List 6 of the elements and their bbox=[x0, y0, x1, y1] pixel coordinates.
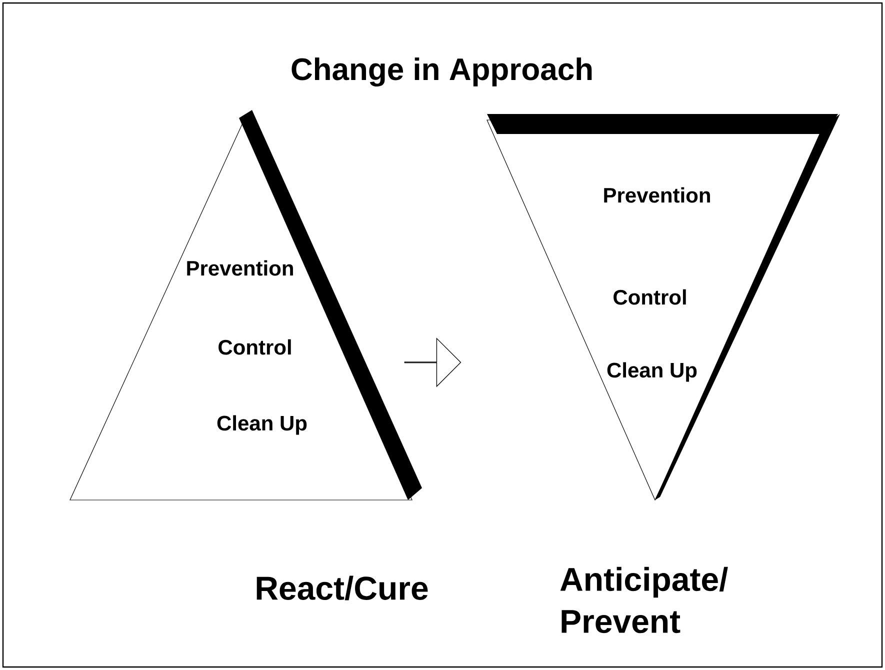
triangle-label: Clean Up bbox=[607, 362, 697, 382]
triangle-label: Control bbox=[614, 289, 686, 305]
node-label: React/Cure bbox=[256, 576, 428, 600]
triangle-label: Prevention bbox=[604, 187, 710, 203]
node-label: Anticipate/ Prevent bbox=[560, 566, 728, 634]
title: Change in Approach bbox=[292, 57, 592, 87]
